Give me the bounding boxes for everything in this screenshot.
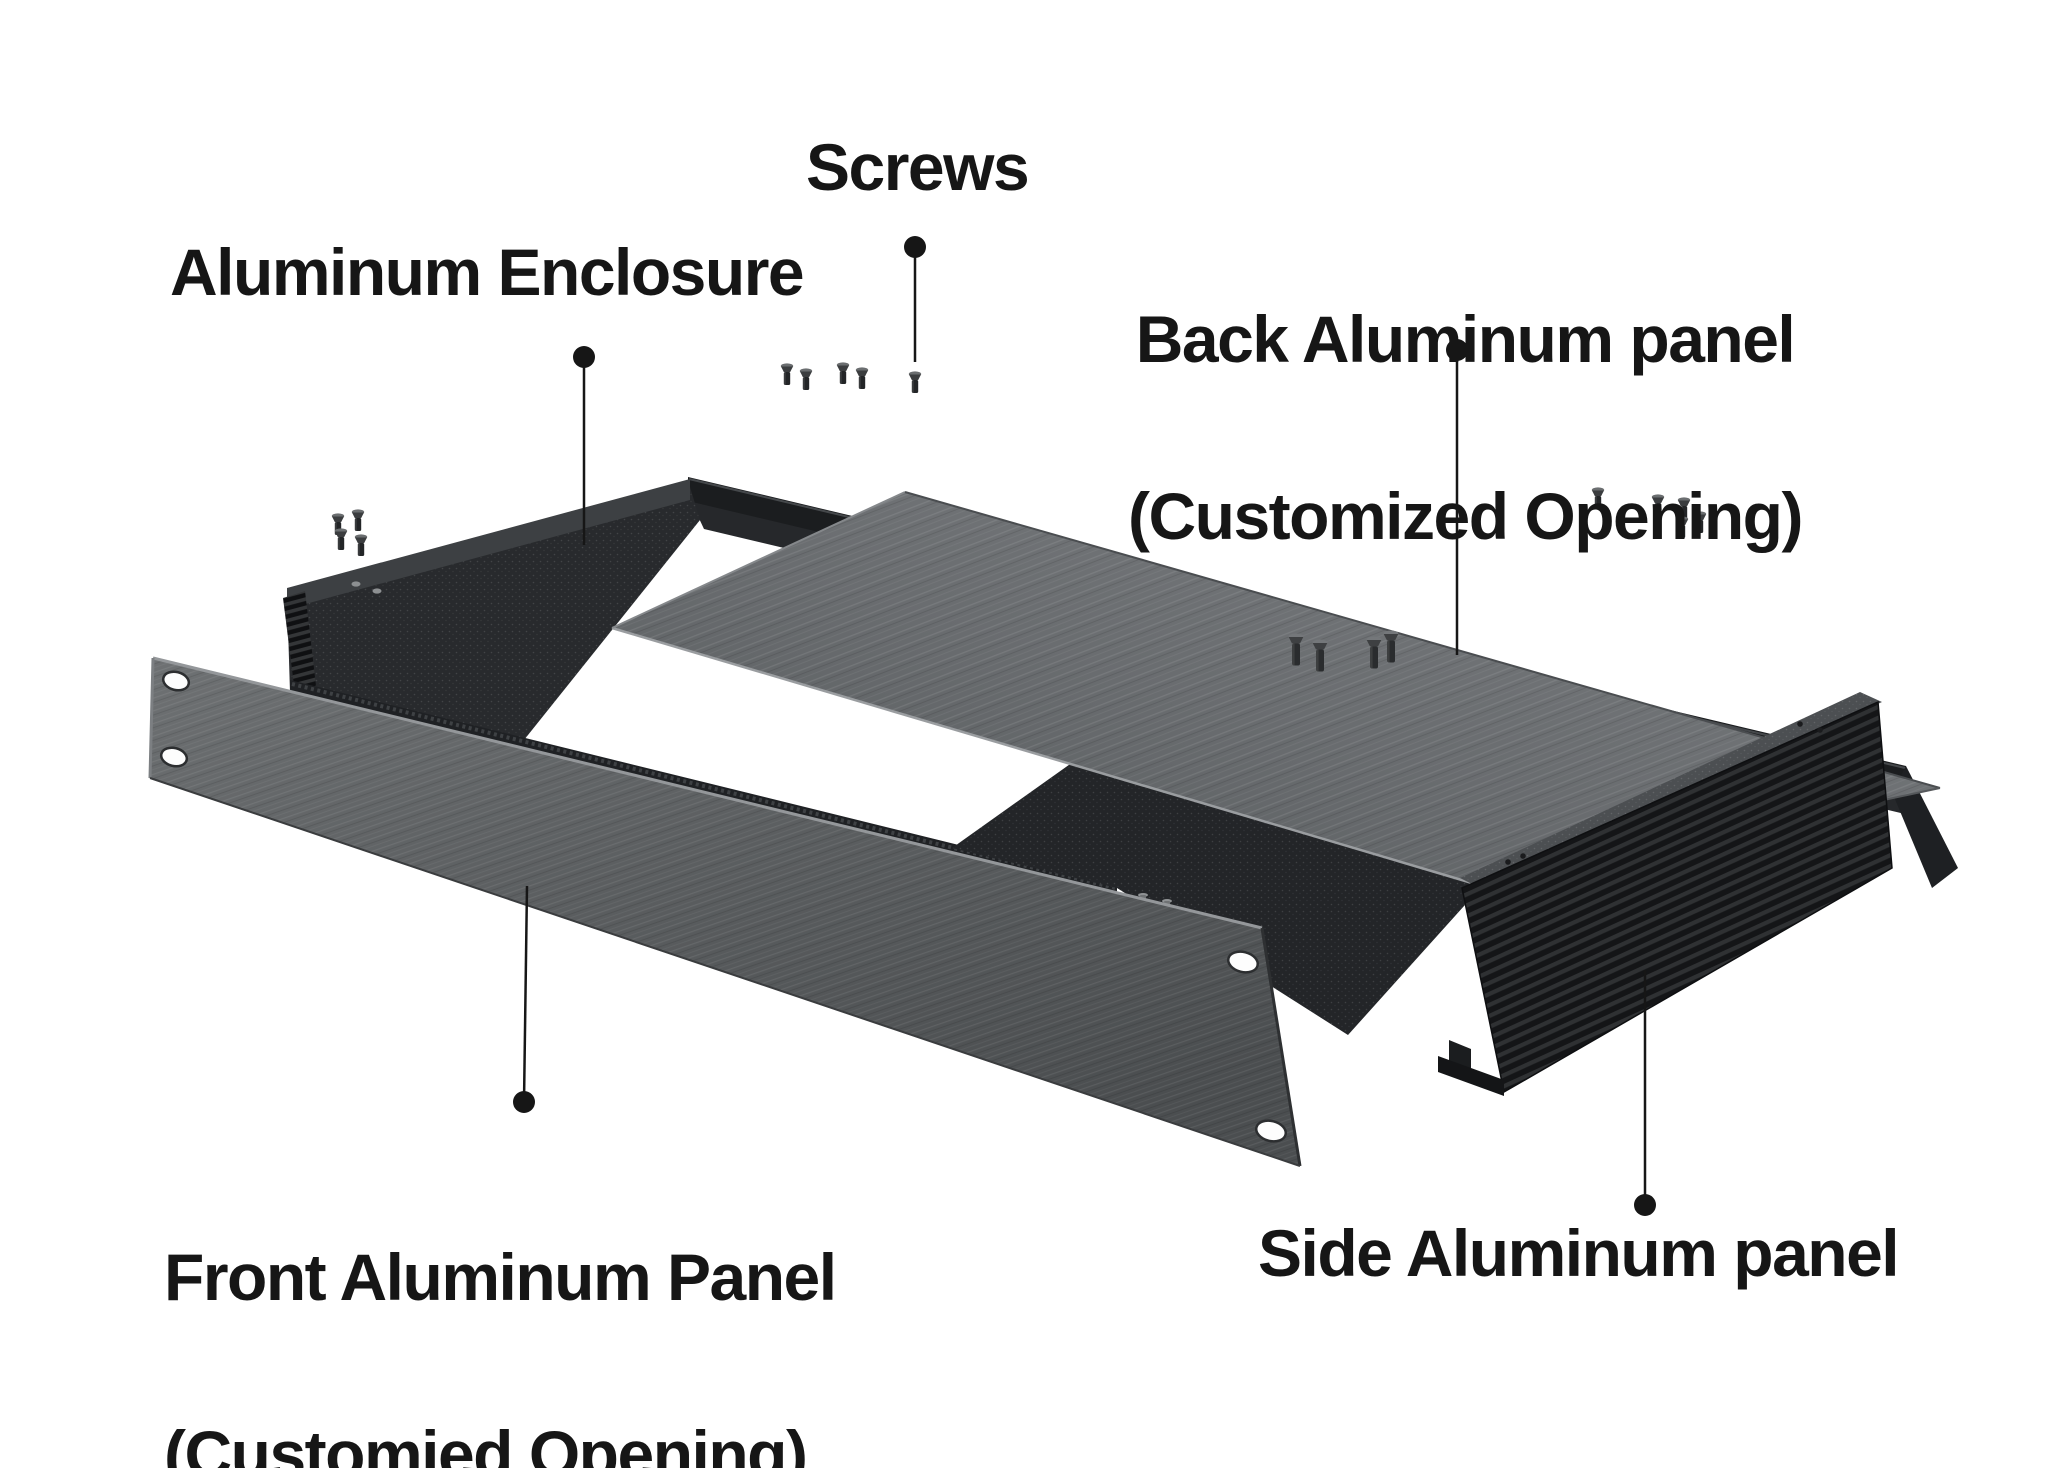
leader-enclosure: [573, 346, 595, 545]
front-panel: [148, 656, 1302, 1167]
enclosure-left-rail: [287, 479, 690, 609]
leader-screws: [904, 236, 926, 362]
side-panel-fins: [1461, 700, 1893, 1094]
side-panel: [1438, 692, 1893, 1096]
front-rail-serration: [291, 682, 1116, 890]
enclosure-left-wall-texture: [287, 487, 700, 745]
enclosure-interior-texture: [952, 762, 1482, 1035]
screw: [351, 509, 365, 531]
front-panel-mounting-holes: [159, 670, 1288, 1143]
front-panel-bottom-edge: [149, 777, 1301, 1167]
leader-back-panel: [1446, 339, 1468, 655]
cover-left-edge: [611, 491, 906, 629]
screws-left-group: [331, 509, 368, 556]
screws-top-group: [780, 362, 922, 393]
top-cover-brushed-texture: [612, 492, 1940, 886]
leader-dot-side-panel: [1634, 1194, 1656, 1216]
leader-dot-back-panel: [1446, 339, 1468, 361]
label-front-panel: Front Aluminum Panel (Customied Opening): [164, 1130, 837, 1468]
screw: [780, 363, 794, 385]
label-back-panel-line2: (Customized Opening): [1128, 479, 1803, 553]
label-front-panel-line1: Front Aluminum Panel: [164, 1240, 837, 1314]
side-panel-top-texture: [1460, 692, 1882, 888]
screw: [908, 371, 922, 393]
side-panel-base-strip: [1438, 1056, 1504, 1096]
screw: [836, 362, 850, 384]
leader-front-panel: [513, 885, 535, 1113]
leader-side-panel: [1634, 970, 1656, 1216]
leader-dot-enclosure: [573, 346, 595, 368]
label-aluminum-enclosure: Aluminum Enclosure: [170, 235, 805, 309]
screw: [799, 368, 813, 390]
left-rail-hole: [351, 581, 361, 587]
front-panel-brushed-texture: [150, 658, 1300, 1166]
label-screws: Screws: [806, 130, 1030, 204]
side-panel-screw-holes: [1505, 721, 1823, 865]
cover-front-edge: [611, 626, 1483, 888]
annotations: [513, 236, 1656, 1216]
left-rail-hole: [372, 588, 382, 594]
label-front-panel-line2: (Customied Opening): [164, 1417, 808, 1468]
front-panel-left-edge: [148, 657, 155, 779]
leader-dot-screws: [904, 236, 926, 258]
enclosure-left-fins: [283, 591, 316, 701]
screw: [354, 534, 368, 556]
screw: [334, 528, 348, 550]
screw: [855, 367, 869, 389]
label-back-panel-line1: Back Aluminum panel: [1135, 302, 1796, 376]
label-side-panel: Side Aluminum panel: [1258, 1216, 1900, 1290]
leader-dot-front-panel: [513, 1091, 535, 1113]
back-wall-right-end: [1892, 766, 1958, 888]
front-panel-right-edge: [1260, 927, 1302, 1167]
front-panel-top-edge: [152, 656, 1263, 930]
label-back-panel: Back Aluminum panel (Customized Opening): [1125, 192, 1805, 664]
